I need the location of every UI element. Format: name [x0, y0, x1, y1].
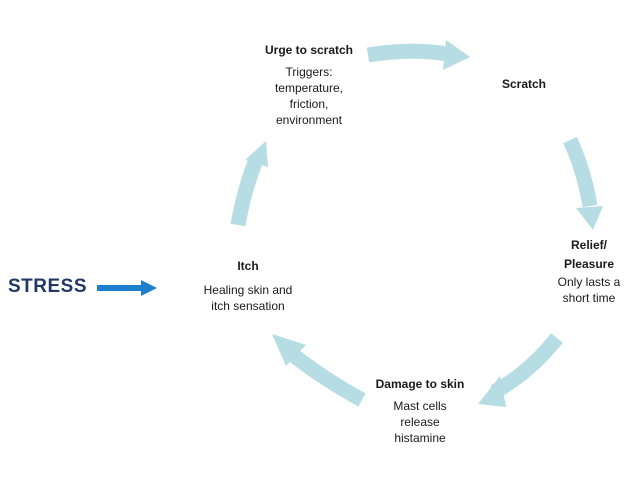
stress-arrow [97, 280, 157, 296]
node-itch-title: Itch [237, 259, 259, 273]
node-damage-line-1: Mast cells [393, 399, 447, 413]
node-urge-line-3: friction, [289, 97, 329, 111]
arrow-damage-to-itch [272, 334, 366, 407]
node-relief-line-2: short time [562, 291, 616, 305]
node-relief-title-1: Relief/ [570, 238, 607, 252]
node-urge-to-scratch: Urge to scratch Triggers: temperature, f… [246, 42, 372, 128]
node-itch: Itch Healing skin and itch sensation [186, 258, 310, 314]
arrow-relief-to-damage [478, 333, 563, 407]
node-relief-line-1: Only lasts a [557, 275, 621, 289]
node-damage-to-skin: Damage to skin Mast cells release histam… [358, 376, 482, 446]
node-urge-title: Urge to scratch [264, 43, 354, 57]
node-scratch-title: Scratch [501, 77, 547, 91]
node-urge-line-2: temperature, [274, 81, 344, 95]
node-damage-title: Damage to skin [375, 377, 465, 391]
node-urge-line-4: environment [275, 113, 343, 127]
node-damage-line-2: release [400, 415, 440, 429]
stress-label: STRESS [8, 276, 88, 297]
node-relief-pleasure: Relief/ Pleasure Only lasts a short time [544, 236, 634, 306]
node-urge-line-1: Triggers: [285, 65, 333, 79]
arrow-urge-to-scratch [366, 40, 470, 70]
node-scratch: Scratch [486, 76, 562, 92]
node-relief-title-2: Pleasure [563, 257, 615, 271]
node-itch-line-2: itch sensation [211, 299, 285, 313]
node-itch-line-1: Healing skin and [203, 283, 293, 297]
node-damage-line-3: histamine [394, 431, 446, 445]
arrow-itch-to-urge [230, 141, 268, 227]
arrow-scratch-to-relief [563, 136, 603, 230]
